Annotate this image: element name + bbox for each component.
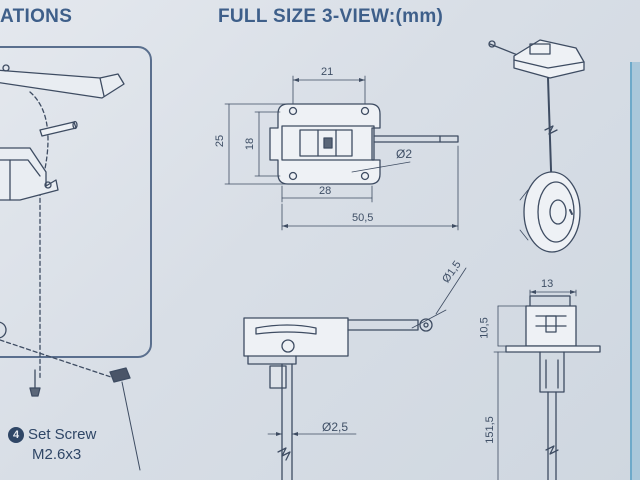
front-view-drawing [493,289,601,480]
top-view-drawing [224,75,459,231]
dim-wire-diameter-2-5: Ø2,5 [322,420,349,434]
section-heading-illustrations: ATIONS [0,6,73,27]
dim-height-18: 18 [244,137,257,151]
dim-width-13: 13 [541,278,554,290]
assembly-illustration [0,64,141,471]
dim-width-21: 21 [321,66,334,78]
dim-height-10-5: 10,5 [478,317,491,339]
background-edge [630,62,640,480]
side-view-drawing [243,267,467,480]
legend-number-badge: 4 [8,427,24,443]
dim-leg-151-5: 151,5 [483,416,496,444]
dim-hole-diameter-2: Ø2 [396,147,413,161]
dim-length-50-5: 50,5 [352,212,374,224]
dim-height-25: 25 [214,134,227,148]
dim-width-28: 28 [319,185,332,197]
legend-spec: M2.6x3 [32,446,82,463]
assembly-illustration-panel [0,46,152,358]
section-heading-3-view: FULL SIZE 3-VIEW:(mm) [218,6,444,27]
legend-label: Set Screw [28,426,97,443]
isometric-view-drawing [488,39,585,253]
